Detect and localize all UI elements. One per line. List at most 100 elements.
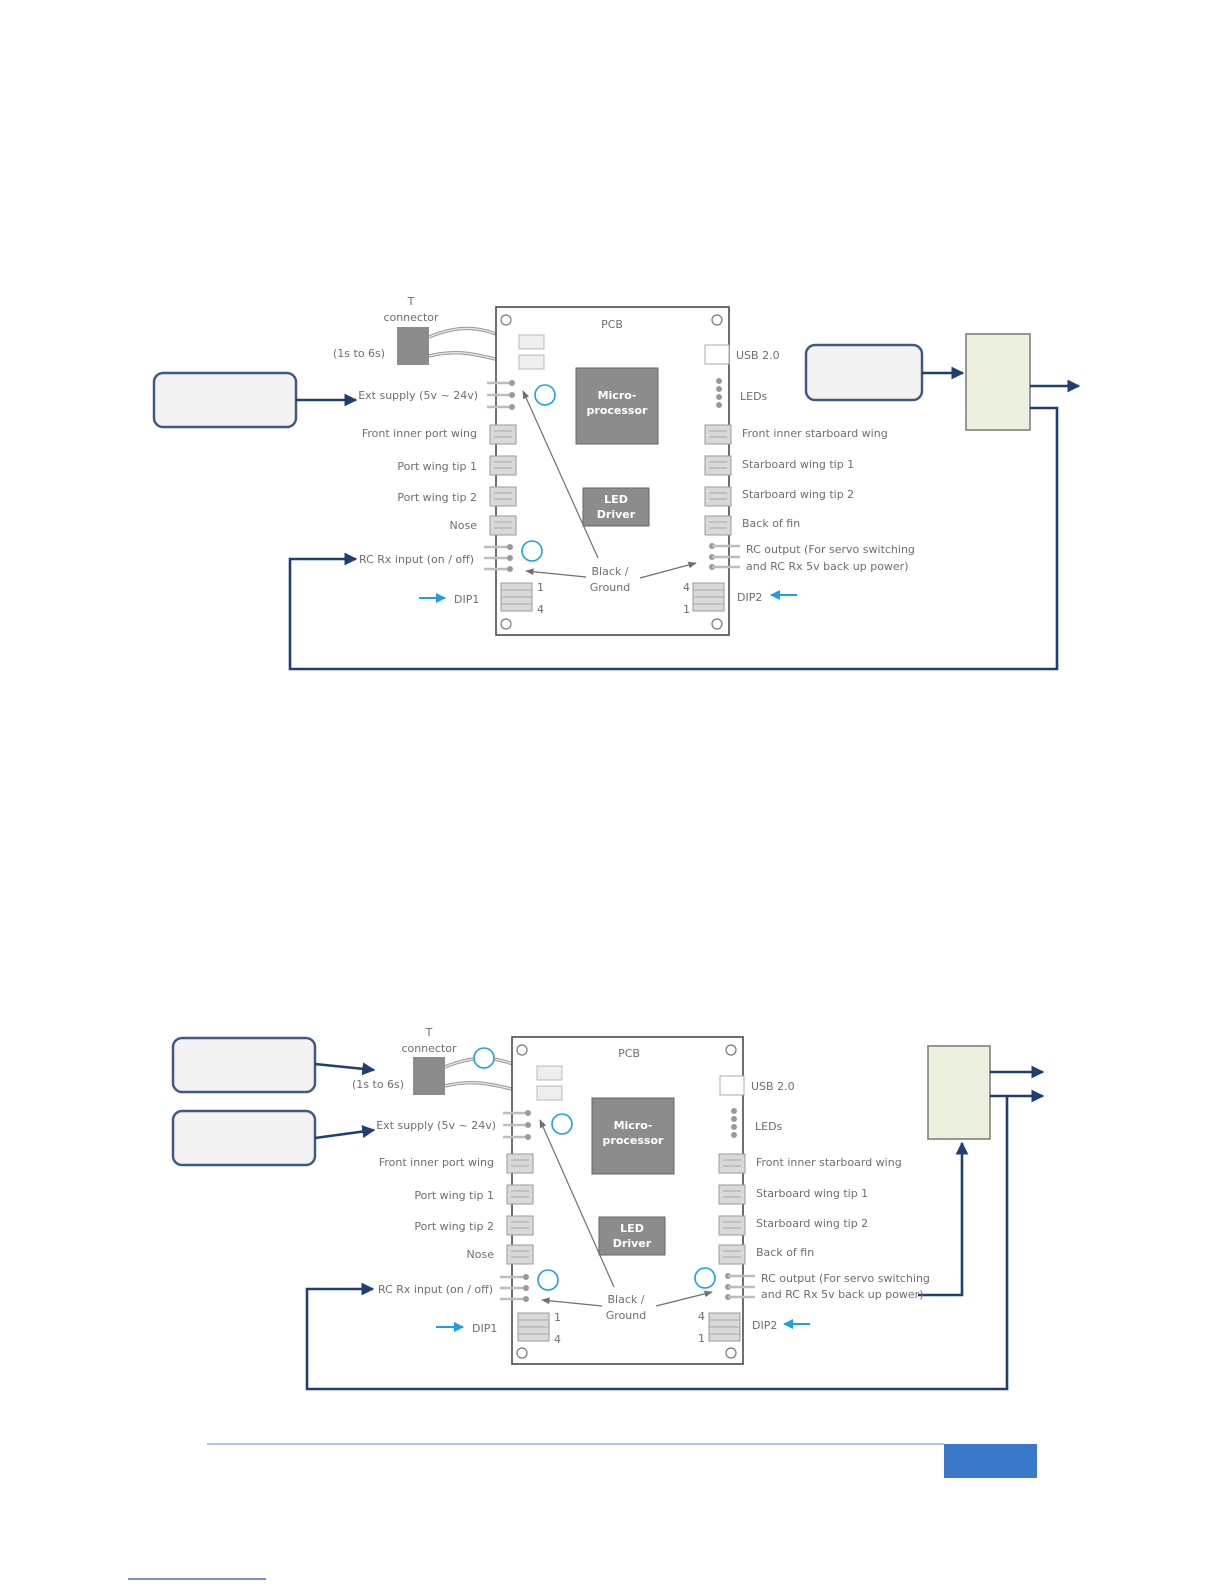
- port-tip1-label: Port wing tip 1: [414, 1189, 494, 1202]
- port-tip2-label: Port wing tip 2: [414, 1220, 494, 1233]
- ground-pointer-rc-out: [639, 561, 697, 579]
- leds-label: LEDs: [740, 390, 768, 403]
- back-fin-label: Back of fin: [756, 1246, 814, 1259]
- dip2-label: DIP2: [752, 1319, 777, 1332]
- ext-supply-label: Ext supply (5v ~ 24v): [376, 1119, 496, 1132]
- starboard-tip1-label: Starboard wing tip 1: [742, 458, 854, 471]
- supply-box-1: [171, 1036, 317, 1094]
- cell-count-label: (1s to 6s): [333, 347, 385, 360]
- dip1-switch: [500, 582, 533, 612]
- ext-supply-arrow: [314, 1125, 376, 1140]
- footer-page-tab: [944, 1444, 1037, 1478]
- battery-arrow: [314, 1062, 376, 1076]
- usb-label: USB 2.0: [751, 1080, 795, 1093]
- usb-label: USB 2.0: [736, 349, 780, 362]
- dip1-switch: [517, 1312, 550, 1342]
- ext-supply-pins: [503, 1110, 531, 1140]
- microprocessor-chip: [591, 1097, 675, 1175]
- dip2-num-4: 4: [698, 1310, 705, 1323]
- supply-box-2: [171, 1109, 317, 1167]
- supply-box: [152, 371, 298, 429]
- marker-ring-ext: [551, 1113, 573, 1135]
- rc-input-pins: [500, 1274, 529, 1302]
- ground-pointer-rc-out: [655, 1290, 713, 1307]
- battery-connector-1: [518, 334, 545, 350]
- front-inner-starboard-label: Front inner starboard wing: [756, 1156, 902, 1169]
- starboard-tip2-label: Starboard wing tip 2: [742, 488, 854, 501]
- usb-port: [704, 344, 730, 365]
- led-driver-chip: [582, 487, 650, 527]
- rx-loop-line: [305, 1096, 1009, 1391]
- marker-ring-rc-in: [537, 1269, 559, 1291]
- ground-pointer-rc-in: [525, 568, 587, 578]
- dip2-label: DIP2: [737, 591, 762, 604]
- ground-pointer-ext: [539, 1119, 615, 1288]
- cell-count-label: (1s to 6s): [352, 1078, 404, 1091]
- marker-ring-ext: [534, 384, 556, 406]
- rc-input-pins: [484, 544, 513, 572]
- starboard-tip1-label: Starboard wing tip 1: [756, 1187, 868, 1200]
- ext-supply-label: Ext supply (5v ~ 24v): [358, 389, 478, 402]
- dip2-switch: [692, 582, 725, 612]
- left-led-connectors: [506, 1153, 534, 1265]
- receiver-box: [965, 333, 1031, 431]
- marker-ring-rc-in: [521, 540, 543, 562]
- dip1-num-1: 1: [537, 581, 544, 594]
- rc-input-label: RC Rx input (on / off): [378, 1283, 493, 1296]
- dip2-num-1: 1: [683, 603, 690, 616]
- front-inner-port-label: Front inner port wing: [362, 427, 477, 440]
- ext-supply-pins: [487, 380, 515, 410]
- rc-output-pins: [725, 1273, 755, 1300]
- dip2-num-4: 4: [683, 581, 690, 594]
- rx-loop-line: [288, 406, 1059, 671]
- microprocessor-label: Micro-processor: [603, 1119, 664, 1147]
- dip1-label: DIP1: [472, 1322, 497, 1335]
- front-inner-starboard-label: Front inner starboard wing: [742, 427, 888, 440]
- rc-input-label: RC Rx input (on / off): [359, 553, 474, 566]
- nose-label: Nose: [450, 519, 478, 532]
- back-fin-label: Back of fin: [742, 517, 800, 530]
- leds-label: LEDs: [755, 1120, 783, 1133]
- dip1-label: DIP1: [454, 593, 479, 606]
- black-ground-label: Black /Ground: [590, 565, 630, 594]
- status-leds: [716, 378, 722, 408]
- marker-ring-battery: [473, 1047, 495, 1069]
- starboard-tip2-label: Starboard wing tip 2: [756, 1217, 868, 1230]
- led-driver-chip: [598, 1216, 666, 1256]
- receiver-box: [927, 1045, 991, 1140]
- rc-output-pins: [709, 543, 740, 570]
- right-led-connectors: [704, 424, 732, 536]
- black-ground-label: Black /Ground: [606, 1293, 646, 1322]
- transmitter-box: [804, 343, 924, 402]
- dip1-num-1: 1: [554, 1311, 561, 1324]
- pcb-label: PCB: [601, 318, 623, 331]
- front-inner-port-label: Front inner port wing: [379, 1156, 494, 1169]
- nose-label: Nose: [467, 1248, 495, 1261]
- microprocessor-chip: [575, 367, 659, 445]
- microprocessor-label: Micro-processor: [587, 389, 648, 417]
- left-led-connectors: [489, 424, 517, 536]
- right-led-connectors: [718, 1153, 746, 1265]
- battery-connector-2: [536, 1085, 563, 1101]
- t-connector-block: [413, 1057, 445, 1095]
- dip2-switch: [708, 1312, 741, 1342]
- t-connector-block: [397, 327, 429, 365]
- port-tip1-label: Port wing tip 1: [397, 460, 477, 473]
- battery-connector-1: [536, 1065, 563, 1081]
- port-tip2-label: Port wing tip 2: [397, 491, 477, 504]
- ground-pointer-ext: [522, 390, 599, 559]
- status-leds: [731, 1108, 737, 1138]
- usb-port: [719, 1075, 745, 1096]
- dip1-num-4: 4: [537, 603, 544, 616]
- battery-connector-2: [518, 354, 545, 370]
- dip2-num-1: 1: [698, 1332, 705, 1345]
- ground-pointer-rc-in: [541, 1297, 603, 1307]
